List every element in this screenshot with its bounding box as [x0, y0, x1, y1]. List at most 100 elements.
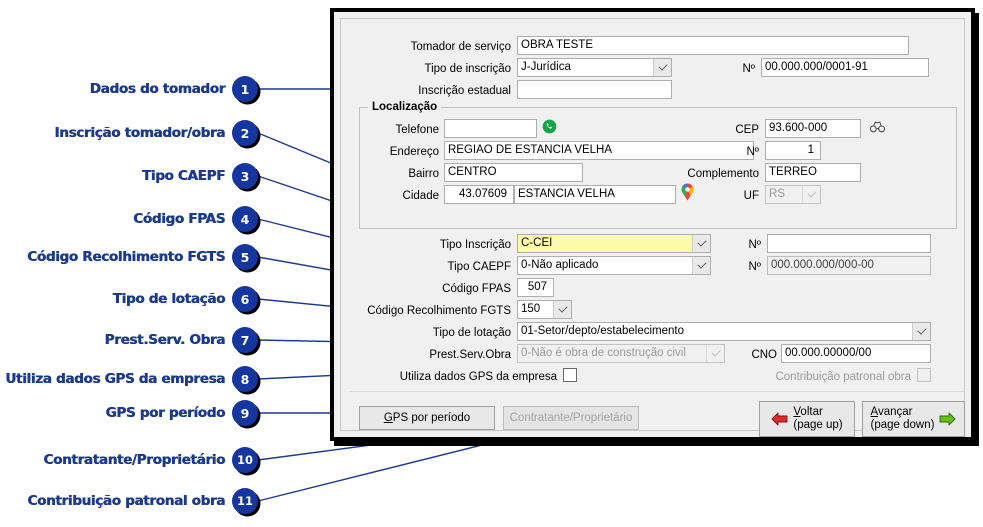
input-numero-caepf[interactable]: 000.000.000/000-00: [767, 256, 931, 275]
select-tipo-inscricao-detalhe-value: C-CEI: [521, 237, 553, 249]
chevron-down-icon[interactable]: [802, 186, 820, 203]
label-endereco: Endereço: [389, 146, 439, 158]
callout-badge-5: 5: [232, 244, 258, 270]
group-localizacao-title: Localização: [368, 101, 442, 113]
avancar-button[interactable]: Avançar (page down): [862, 401, 965, 437]
select-tipo-de-inscricao[interactable]: J-Jurídica: [517, 58, 672, 77]
select-prest-serv-obra-value: 0-Não é obra de construção civil: [521, 347, 686, 359]
input-cidade-codigo[interactable]: 43.07609: [444, 185, 514, 204]
voltar-sublabel: (page up): [793, 419, 843, 431]
callout-label: Tipo de lotação: [112, 291, 226, 307]
callout-badge-1: 1: [232, 76, 258, 102]
callout-label: Utiliza dados GPS da empresa: [5, 371, 225, 387]
callout-5: Código Recolhimento FGTS 5: [0, 244, 258, 270]
input-endereco[interactable]: REGIAO DE ESTANCIA VELHA: [444, 141, 754, 160]
label-cno: CNO: [751, 349, 777, 361]
callout-label: Inscrição tomador/obra: [54, 125, 225, 141]
input-codigo-fpas[interactable]: 507: [517, 278, 554, 297]
chevron-down-icon[interactable]: [706, 345, 724, 362]
label-tipo-de-inscricao: Tipo de inscrição: [424, 63, 511, 75]
chevron-down-icon[interactable]: [653, 59, 671, 76]
avancar-label: vançar: [878, 406, 913, 418]
label-codigo-fpas: Código FPAS: [442, 283, 511, 295]
arrow-right-icon: [940, 412, 956, 426]
input-cep[interactable]: 93.600-000: [765, 119, 861, 138]
callout-label: Código Recolhimento FGTS: [27, 249, 225, 265]
select-codigo-recolhimento-fgts[interactable]: 150: [517, 300, 572, 319]
label-tipo-inscricao-detalhe: Tipo Inscrição: [439, 239, 511, 251]
select-tipo-de-lotacao[interactable]: 01-Setor/depto/estabelecimento: [517, 322, 931, 341]
callout-10: Contratante/Proprietário 10: [0, 447, 258, 473]
label-inscricao-estadual: Inscrição estadual: [418, 85, 511, 97]
checkbox-contribuicao-patronal-obra[interactable]: [917, 368, 931, 382]
callout-7: Prest.Serv. Obra 7: [0, 327, 258, 353]
select-uf-value: RS: [769, 188, 785, 200]
select-codigo-recolhimento-fgts-value: 150: [521, 303, 541, 315]
callout-label: Tipo CAEPF: [141, 168, 225, 184]
input-cidade-nome[interactable]: ESTANCIA VELHA: [514, 185, 676, 204]
callout-label: Contratante/Proprietário: [43, 452, 225, 468]
whatsapp-icon[interactable]: [542, 119, 557, 134]
callout-6: Tipo de lotação 6: [0, 286, 258, 312]
select-prest-serv-obra[interactable]: 0-Não é obra de construção civil: [517, 344, 725, 363]
label-prest-serv-obra: Prest.Serv.Obra: [429, 349, 511, 361]
label-numero-tipo-inscricao: Nº: [748, 239, 761, 251]
binoculars-icon[interactable]: [869, 120, 886, 134]
input-cno[interactable]: 00.000.00000/00: [781, 344, 931, 363]
window-client-area: Tomador de serviço OBRA TESTE Tipo de in…: [340, 18, 965, 437]
callout-label: GPS por período: [105, 405, 225, 421]
gps-por-periodo-accel: G: [383, 412, 393, 424]
callout-badge-2: 2: [232, 120, 258, 146]
input-numero-endereco[interactable]: 1: [765, 141, 821, 160]
label-complemento: Complemento: [687, 168, 759, 180]
input-complemento[interactable]: TERREO: [765, 163, 861, 182]
chevron-down-icon[interactable]: [692, 257, 710, 274]
callout-label: Dados do tomador: [89, 81, 226, 97]
contratante-proprietario-button[interactable]: Contratante/Proprietário: [503, 406, 639, 430]
chevron-down-icon[interactable]: [692, 235, 710, 252]
callout-label: Código FPAS: [133, 211, 225, 227]
label-cidade: Cidade: [402, 190, 439, 202]
label-cep: CEP: [735, 124, 759, 136]
select-tipo-caepf[interactable]: 0-Não aplicado: [517, 256, 711, 275]
gps-por-periodo-button[interactable]: GPS por período: [359, 406, 495, 430]
voltar-label: oltar: [800, 406, 823, 418]
select-tipo-de-lotacao-value: 01-Setor/depto/estabelecimento: [521, 325, 685, 337]
chevron-down-icon[interactable]: [553, 301, 571, 318]
label-bairro: Bairro: [408, 168, 439, 180]
callout-badge-7: 7: [232, 327, 258, 353]
callout-badge-10: 10: [232, 447, 258, 473]
callout-11: Contribuição patronal obra 11: [0, 488, 258, 514]
chevron-down-icon[interactable]: [912, 323, 930, 340]
label-numero-inscricao: Nº: [742, 63, 755, 75]
select-tipo-inscricao-detalhe[interactable]: C-CEI: [517, 234, 711, 253]
voltar-accel: V: [793, 406, 801, 418]
label-tipo-de-lotacao: Tipo de lotação: [432, 327, 511, 339]
callout-badge-11: 11: [232, 488, 258, 514]
input-telefone[interactable]: [444, 119, 537, 138]
arrow-left-icon: [771, 412, 788, 426]
input-numero-tipo-inscricao[interactable]: [767, 234, 931, 253]
label-tipo-caepf: Tipo CAEPF: [447, 261, 511, 273]
tomador-servico-window: Tomador de serviço OBRA TESTE Tipo de in…: [330, 8, 975, 441]
checkbox-utiliza-dados-gps[interactable]: [563, 368, 577, 382]
label-uf: UF: [743, 190, 759, 202]
label-numero-caepf: Nº: [748, 261, 761, 273]
callout-label: Prest.Serv. Obra: [104, 332, 226, 348]
map-pin-icon[interactable]: [681, 183, 694, 201]
label-utiliza-dados-gps: Utiliza dados GPS da empresa: [399, 371, 557, 383]
callout-label: Contribuição patronal obra: [27, 493, 225, 509]
label-contribuicao-patronal-obra: Contribuição patronal obra: [775, 371, 911, 383]
select-uf[interactable]: RS: [765, 185, 821, 204]
voltar-button[interactable]: Voltar (page up): [759, 401, 855, 437]
callout-badge-9: 9: [232, 400, 258, 426]
input-numero-inscricao[interactable]: 00.000.000/0001-91: [761, 58, 929, 77]
input-bairro[interactable]: CENTRO: [444, 163, 583, 182]
input-tomador-de-servico[interactable]: OBRA TESTE: [517, 36, 909, 55]
input-inscricao-estadual[interactable]: [517, 80, 672, 99]
callout-badge-6: 6: [232, 286, 258, 312]
